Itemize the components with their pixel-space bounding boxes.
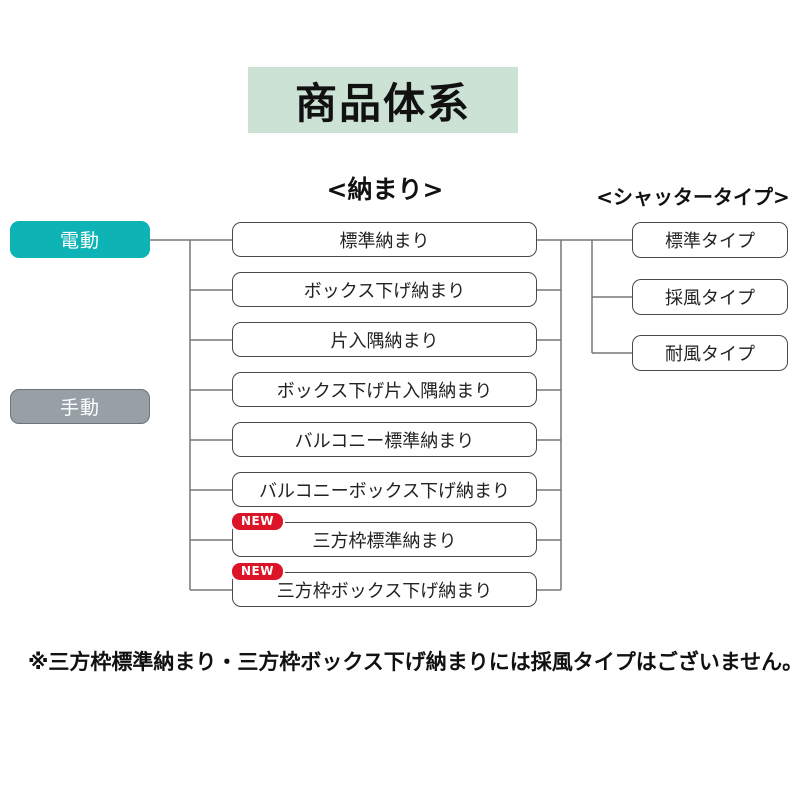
osamari-box-single-corner[interactable]: 片入隅納まり: [232, 322, 537, 357]
osamari-box-three-way-frame-standard[interactable]: NEW 三方枠標準納まり: [230, 511, 537, 557]
shutter-type-label: 採風タイプ: [665, 288, 755, 309]
osamari-box-balcony-standard[interactable]: バルコニー標準納まり: [232, 422, 537, 457]
osamari-box-label: ボックス下げ片入隅納まり: [276, 380, 493, 402]
electric-drive-button[interactable]: 電動: [10, 221, 150, 258]
osamari-box-box-lowered[interactable]: ボックス下げ納まり: [232, 272, 537, 307]
new-badge: NEW: [230, 561, 285, 582]
column-header-osamari: <納まり>: [326, 175, 444, 204]
shutter-type-box-ventilation[interactable]: 採風タイプ: [632, 279, 788, 315]
osamari-box-label: ボックス下げ納まり: [303, 280, 466, 302]
footnote: ※三方枠標準納まり・三方枠ボックス下げ納まりには採風タイプはございません。: [28, 650, 800, 674]
osamari-box-three-way-frame-box-lowered[interactable]: NEW 三方枠ボックス下げ納まり: [230, 561, 537, 607]
osamari-box-label: 標準納まり: [339, 230, 430, 252]
page-title: 商品体系: [248, 67, 518, 133]
column-header-shutter-type: <シャッタータイプ>: [596, 185, 790, 209]
osamari-box-label: 三方枠ボックス下げ納まり: [276, 580, 493, 602]
manual-drive-button[interactable]: 手動: [10, 389, 150, 424]
osamari-box-balcony-box-lowered[interactable]: バルコニーボックス下げ納まり: [232, 472, 537, 507]
osamari-box-label: バルコニーボックス下げ納まり: [258, 480, 511, 502]
shutter-type-label: 標準タイプ: [665, 231, 755, 252]
shutter-type-label: 耐風タイプ: [665, 344, 755, 365]
osamari-box-label: バルコニー標準納まり: [294, 430, 475, 452]
osamari-box-label: 片入隅納まり: [330, 330, 439, 352]
osamari-box-standard[interactable]: 標準納まり: [232, 222, 537, 257]
osamari-box-label: 三方枠標準納まり: [312, 530, 457, 552]
new-badge: NEW: [230, 511, 285, 532]
osamari-box-box-lowered-single-corner[interactable]: ボックス下げ片入隅納まり: [232, 372, 537, 407]
shutter-type-box-standard[interactable]: 標準タイプ: [632, 222, 788, 258]
shutter-type-box-wind-resistant[interactable]: 耐風タイプ: [632, 335, 788, 371]
